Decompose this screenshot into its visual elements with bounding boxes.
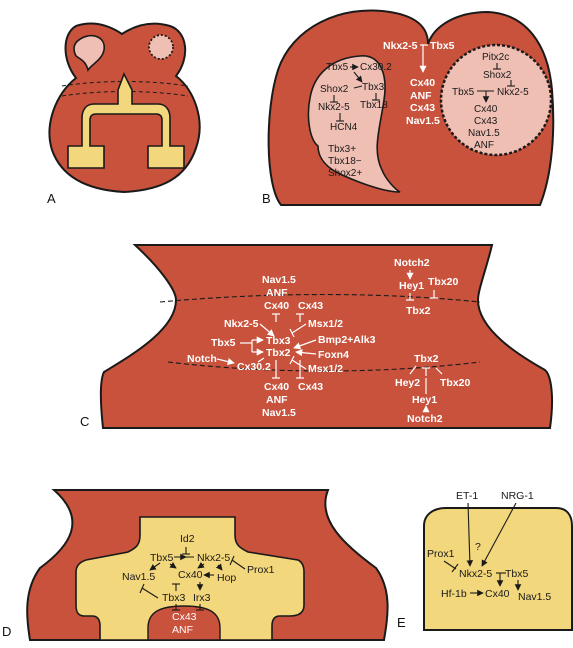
av-lower-boundary bbox=[167, 361, 481, 372]
c-nkx: Nkx2-5 bbox=[224, 318, 259, 330]
c-bottom-2: Nav1.5 bbox=[262, 407, 296, 419]
c-bottom-1: ANF bbox=[266, 394, 288, 406]
av-node-b bbox=[439, 43, 553, 157]
c-br-tbx2: Tbx2 bbox=[414, 353, 439, 365]
c-tbx5: Tbx5 bbox=[211, 337, 236, 349]
b-sa-note-2: Shox2+ bbox=[328, 168, 362, 179]
b-av-nkx: Nkx2-5 bbox=[497, 87, 529, 98]
b-nkx: Nkx2-5 bbox=[383, 40, 418, 52]
e-et1: ET-1 bbox=[456, 490, 478, 502]
d-tbx3: Tbx3 bbox=[162, 592, 186, 604]
b-sa-hcn4: HCN4 bbox=[330, 122, 358, 133]
c-top-2: Cx40 bbox=[264, 300, 289, 312]
c-top-0: Nav1.5 bbox=[262, 274, 296, 286]
b-av-target-3: ANF bbox=[474, 140, 494, 151]
d-nkx: Nkx2-5 bbox=[197, 552, 230, 564]
b-target-1: ANF bbox=[410, 90, 432, 102]
b-sa-nkx: Nkx2-5 bbox=[318, 102, 350, 113]
b-av-tbx5: Tbx5 bbox=[452, 87, 475, 98]
e-question: ? bbox=[475, 541, 481, 553]
b-tbx5: Tbx5 bbox=[430, 40, 455, 52]
d-bottom-1: ANF bbox=[172, 624, 193, 636]
c-bmp: Bmp2+Alk3 bbox=[318, 334, 376, 346]
b-av-shox2: Shox2 bbox=[483, 70, 512, 81]
d-cx40: Cx40 bbox=[178, 569, 203, 581]
panel-d: Id2 Tbx5 Nkx2-5 Prox1 Nav1.5 Cx40 Hop Tb… bbox=[2, 489, 389, 641]
c-tr-tbx2: Tbx2 bbox=[406, 305, 431, 317]
panel-d-label: D bbox=[2, 624, 11, 639]
b-target-2: Cx43 bbox=[410, 102, 435, 114]
c-notch: Notch bbox=[187, 353, 217, 365]
c-br-notch2: Notch2 bbox=[407, 413, 443, 425]
panel-b: Nkx2-5 Tbx5 Cx40 ANF Cx43 Nav1.5 Tbx5 Cx… bbox=[262, 9, 555, 206]
panel-c-label: C bbox=[80, 414, 89, 429]
b-av-target-0: Cx40 bbox=[474, 104, 498, 115]
conduction-d bbox=[75, 516, 305, 641]
b-sa-note-0: Tbx3+ bbox=[328, 144, 356, 155]
e-cx40: Cx40 bbox=[485, 588, 510, 600]
panel-a-label: A bbox=[47, 191, 56, 206]
e-prox1: Prox1 bbox=[427, 548, 455, 560]
e-nrg1: NRG-1 bbox=[501, 490, 534, 502]
box-e bbox=[423, 507, 573, 631]
d-prox1: Prox1 bbox=[247, 564, 275, 576]
b-av-target-1: Cx43 bbox=[474, 116, 498, 127]
d-tbx5: Tbx5 bbox=[150, 552, 174, 564]
e-hf1b: Hf-1b bbox=[441, 588, 467, 600]
b-target-0: Cx40 bbox=[410, 77, 435, 89]
c-tbx3: Tbx3 bbox=[266, 335, 291, 347]
b-sa-cx302: Cx30.2 bbox=[360, 62, 392, 73]
c-tr-hey1: Hey1 bbox=[399, 280, 424, 292]
e-nkx: Nkx2-5 bbox=[459, 568, 492, 580]
b-sa-tbx18: Tbx18 bbox=[360, 100, 388, 111]
c-bottom-0: Cx40 bbox=[264, 381, 289, 393]
c-foxn4: Foxn4 bbox=[318, 349, 349, 361]
panel-e: ET-1 NRG-1 ? Prox1 Nkx2-5 Tbx5 Hf-1b Cx4… bbox=[397, 490, 573, 631]
c-top-1: ANF bbox=[266, 287, 288, 299]
c-tbx2: Tbx2 bbox=[266, 347, 291, 359]
b-sa-note-1: Tbx18− bbox=[328, 156, 362, 167]
c-tr-notch2: Notch2 bbox=[394, 257, 430, 269]
panel-a: A bbox=[47, 22, 201, 206]
c-tr-tbx20: Tbx20 bbox=[428, 276, 459, 288]
d-id2: Id2 bbox=[180, 533, 195, 545]
b-target-3: Nav1.5 bbox=[406, 115, 440, 127]
d-irx3: Irx3 bbox=[193, 592, 211, 604]
d-nav: Nav1.5 bbox=[122, 571, 155, 583]
d-bottom-0: Cx43 bbox=[172, 611, 197, 623]
conduction-system-a bbox=[67, 72, 185, 169]
b-av-pitx2c: Pitx2c bbox=[482, 52, 509, 63]
sa-node-b bbox=[307, 55, 401, 193]
av-region-a bbox=[148, 34, 174, 60]
c-br-tbx20: Tbx20 bbox=[440, 377, 471, 389]
c-br-hey2: Hey2 bbox=[395, 377, 420, 389]
b-sa-shox2: Shox2 bbox=[320, 84, 349, 95]
c-msx-top: Msx1/2 bbox=[308, 318, 343, 330]
ventricle-d bbox=[147, 605, 221, 641]
av-upper-boundary bbox=[159, 293, 481, 303]
c-br-hey1: Hey1 bbox=[412, 394, 437, 406]
c-cx43-top: Cx43 bbox=[298, 300, 323, 312]
b-sa-tbx3: Tbx3 bbox=[362, 82, 385, 93]
d-hop: Hop bbox=[217, 572, 236, 584]
b-sa-tbx5: Tbx5 bbox=[326, 62, 349, 73]
panel-e-label: E bbox=[397, 615, 406, 630]
b-av-target-2: Nav1.5 bbox=[468, 128, 500, 139]
panel-c: Notch2 Hey1 Tbx20 Tbx2 Nav1.5 ANF Cx40 C… bbox=[80, 244, 554, 429]
c-msx-bottom: Msx1/2 bbox=[308, 363, 343, 375]
panel-b-label: B bbox=[262, 191, 271, 206]
e-nav: Nav1.5 bbox=[518, 591, 551, 603]
c-cx43-bottom: Cx43 bbox=[298, 381, 323, 393]
e-tbx5: Tbx5 bbox=[505, 568, 529, 580]
heart-c-outline bbox=[99, 244, 554, 429]
c-cx302: Cx30.2 bbox=[237, 361, 271, 373]
sa-node-a bbox=[73, 34, 105, 72]
